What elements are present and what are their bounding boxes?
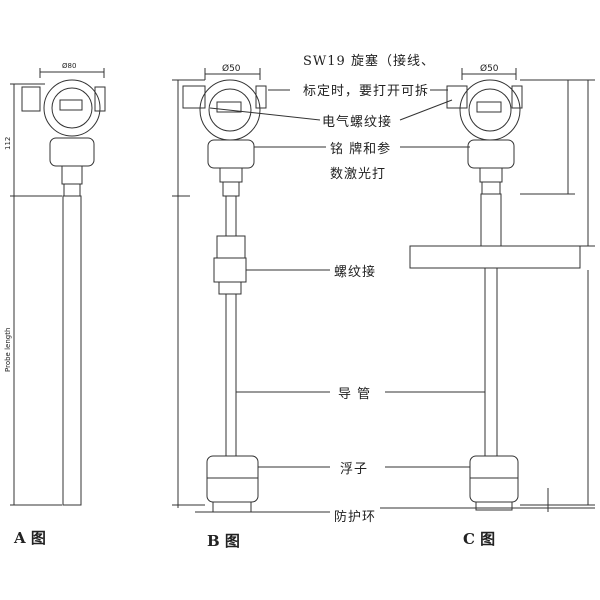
- caption-b: B 图: [207, 532, 240, 550]
- transmitter-a: [10, 68, 106, 506]
- c-diameter: Ø50: [480, 64, 499, 74]
- label-ring: 防护环: [334, 510, 377, 525]
- label-plug-2: 标定时，要打开可拆: [303, 84, 430, 99]
- label-nameplate-2: 数激光打: [330, 167, 387, 182]
- transmitter-b: [172, 68, 267, 513]
- a-diameter: Ø80: [62, 62, 77, 70]
- leader-lines: [209, 89, 595, 513]
- label-plug-1: SW19 旋塞（接线、: [303, 54, 435, 69]
- transmitter-c: [409, 68, 595, 512]
- label-tube: 导 管: [338, 387, 372, 402]
- label-electrical: 电气螺纹接: [322, 115, 393, 130]
- b-diameter: Ø50: [222, 64, 241, 74]
- caption-a: A 图: [14, 529, 46, 547]
- caption-c: C 图: [463, 530, 496, 548]
- label-thread: 螺纹接: [334, 265, 377, 280]
- a-probe-length: Probe length: [4, 327, 12, 372]
- a-height: 112: [4, 136, 12, 150]
- label-nameplate-1: 铭 牌和参: [330, 142, 392, 157]
- label-float: 浮子: [340, 462, 369, 477]
